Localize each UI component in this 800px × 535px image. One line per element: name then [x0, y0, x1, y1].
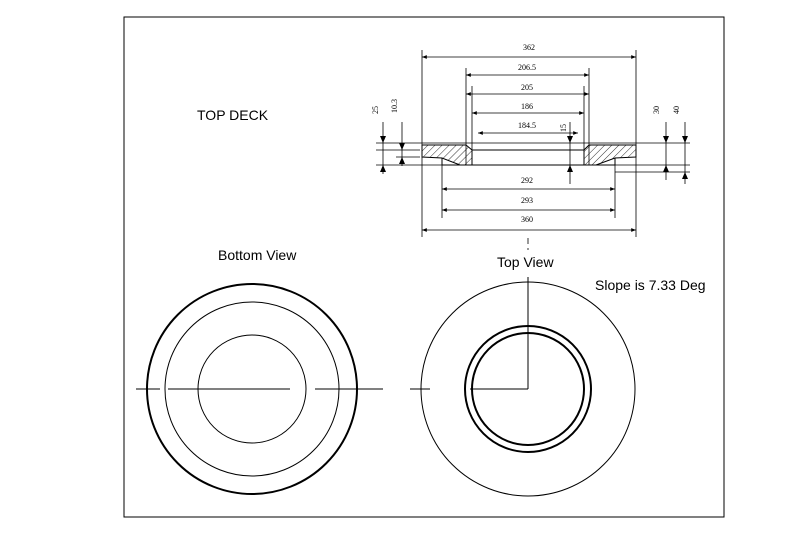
dim-293: 293 [521, 196, 533, 205]
dim-360: 360 [521, 215, 533, 224]
dim-30: 30 [652, 106, 661, 114]
drawing-frame [123, 16, 725, 518]
dim-10-3: 10.3 [390, 99, 399, 113]
section-view: 362 206.5 205 186 184.5 292 293 360 25 [371, 43, 690, 250]
section-left-hatched [421, 144, 473, 166]
dim-292: 292 [521, 176, 533, 185]
dim-362: 362 [523, 43, 535, 52]
dim-206-5: 206.5 [518, 63, 536, 72]
dim-186: 186 [521, 102, 533, 111]
section-right-hatched [583, 144, 637, 166]
dim-205: 205 [521, 83, 533, 92]
dim-25: 25 [371, 106, 380, 114]
title-top-deck: TOP DECK [197, 107, 269, 123]
top-view [410, 277, 636, 497]
dim-15: 15 [559, 124, 568, 132]
slope-note: Slope is 7.33 Deg [595, 277, 706, 293]
bottom-view-label: Bottom View [218, 247, 297, 263]
dim-184-5: 184.5 [518, 121, 536, 130]
dim-40: 40 [672, 106, 681, 114]
bottom-view [136, 283, 383, 495]
top-view-label: Top View [497, 254, 554, 270]
